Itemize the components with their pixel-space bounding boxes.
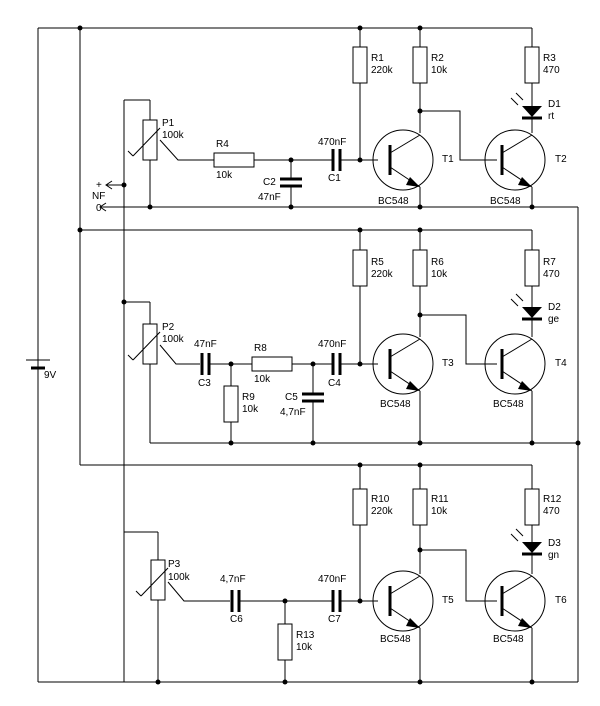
- r2-name: R2: [431, 53, 444, 64]
- r10-value: 220k: [371, 506, 394, 517]
- d2-name: D2: [548, 302, 561, 313]
- t4-name: T4: [555, 358, 567, 369]
- p1-value: 100k: [162, 130, 185, 141]
- c5-name: C5: [285, 392, 298, 403]
- p3-value: 100k: [168, 572, 191, 583]
- stage-1: P1 100k R4 10k C2 47nF 470nF C1 R1 220k …: [127, 28, 567, 207]
- r1-name: R1: [371, 53, 384, 64]
- t1-type: BC548: [378, 196, 409, 207]
- r11-value: 10k: [431, 506, 448, 517]
- r6-value: 10k: [431, 269, 448, 280]
- t5-type: BC548: [380, 634, 411, 645]
- c4-name: C4: [328, 378, 341, 389]
- r3-value: 470: [543, 65, 560, 76]
- r6-name: R6: [431, 257, 444, 268]
- c3-value: 47nF: [194, 339, 217, 350]
- r5-value: 220k: [371, 269, 394, 280]
- r8-value: 10k: [254, 374, 271, 385]
- r5-name: R5: [371, 257, 384, 268]
- input-nf-label: NF: [92, 191, 105, 202]
- battery-voltage-label: 9V: [44, 370, 57, 381]
- r10-name: R10: [371, 494, 390, 505]
- t3-name: T3: [442, 358, 454, 369]
- r12-name: R12: [543, 494, 562, 505]
- p2-value: 100k: [162, 334, 185, 345]
- c3-name: C3: [198, 378, 211, 389]
- input-zero-label: 0: [96, 203, 102, 214]
- c1-name: C1: [328, 173, 341, 184]
- p3-name: P3: [168, 559, 181, 570]
- d3-name: D3: [548, 538, 561, 549]
- c5-value: 4,7nF: [280, 407, 306, 418]
- r4-name: R4: [216, 139, 229, 150]
- r9-value: 10k: [242, 404, 259, 415]
- d2-value: ge: [548, 314, 560, 325]
- input-nf: + NF 0: [92, 99, 158, 682]
- r2-value: 10k: [431, 65, 448, 76]
- r9-name: R9: [242, 392, 255, 403]
- t2-name: T2: [555, 154, 567, 165]
- p2-name: P2: [162, 322, 175, 333]
- t1-name: T1: [442, 154, 454, 165]
- c2-name: C2: [263, 177, 276, 188]
- stage-2: P2 100k 47nF C3 R9 10k R8 10k C5 4,7nF 4…: [127, 230, 567, 443]
- junction-dots: [77, 25, 581, 685]
- d1-name: D1: [548, 99, 561, 110]
- r7-value: 470: [543, 269, 560, 280]
- r13-value: 10k: [296, 642, 313, 653]
- d3-value: gn: [548, 550, 559, 561]
- c7-name: C7: [328, 614, 341, 625]
- battery: 9V: [26, 359, 57, 381]
- t4-type: BC548: [493, 399, 524, 410]
- t3-type: BC548: [380, 399, 411, 410]
- p1-name: P1: [162, 118, 175, 129]
- r4-value: 10k: [216, 170, 233, 181]
- d1-value: rt: [548, 111, 554, 122]
- r1-value: 220k: [371, 65, 394, 76]
- c6-name: C6: [230, 614, 243, 625]
- r13-name: R13: [296, 630, 315, 641]
- c4-value: 470nF: [318, 339, 346, 350]
- c7-value: 470nF: [318, 574, 346, 585]
- r8-name: R8: [254, 343, 267, 354]
- t6-type: BC548: [493, 634, 524, 645]
- c1-value: 470nF: [318, 137, 346, 148]
- r11-name: R11: [431, 494, 449, 505]
- c6-value: 4,7nF: [220, 574, 246, 585]
- t6-name: T6: [555, 595, 567, 606]
- r3-name: R3: [543, 53, 556, 64]
- power-rails: [37, 27, 579, 683]
- t2-type: BC548: [490, 196, 521, 207]
- c2-value: 47nF: [258, 192, 281, 203]
- t5-name: T5: [442, 595, 454, 606]
- r12-value: 470: [543, 506, 560, 517]
- stage-3: P3 100k 4,7nF C6 R13 10k 470nF C7 R10 22…: [135, 465, 567, 682]
- r7-name: R7: [543, 257, 556, 268]
- input-plus-label: +: [96, 180, 102, 191]
